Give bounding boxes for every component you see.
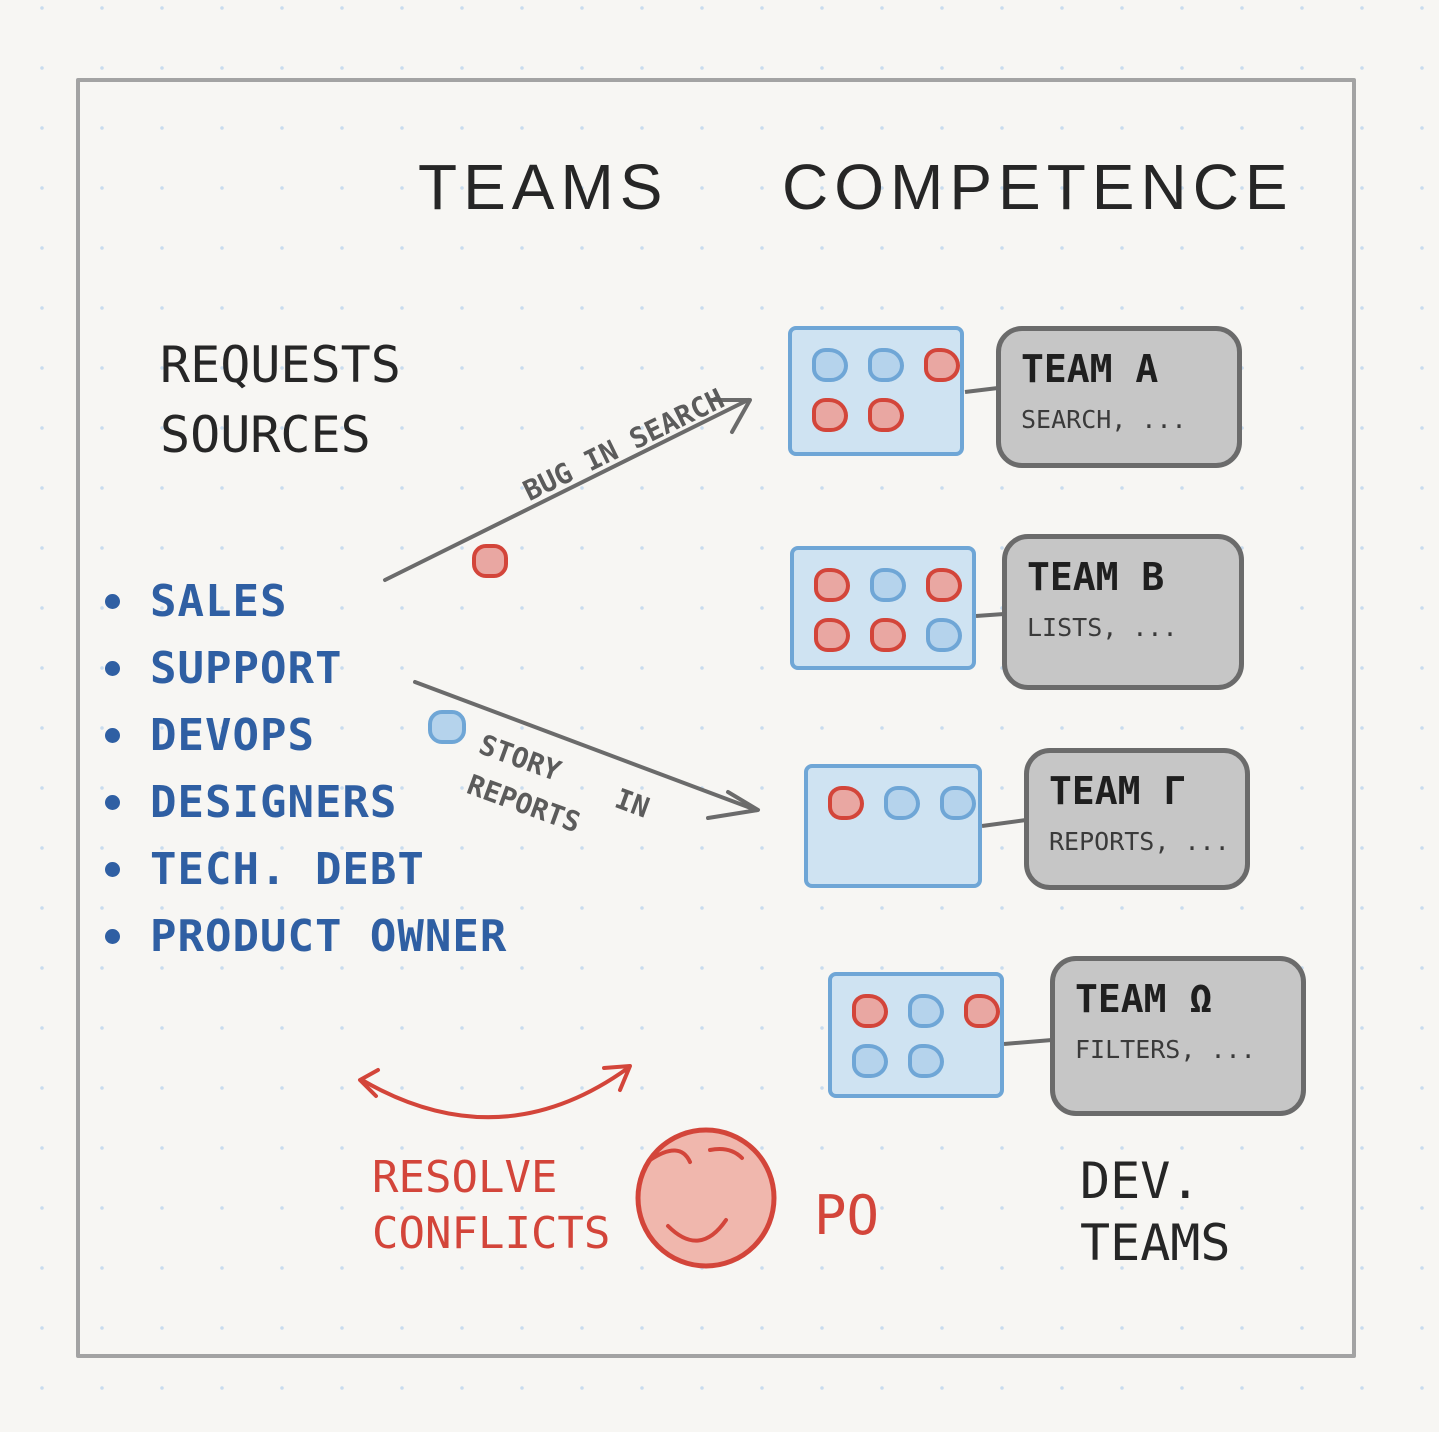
- backlog-card-blue: [940, 786, 976, 820]
- resolve-line1: RESOLVE: [372, 1152, 558, 1203]
- backlog-card-red: [924, 348, 960, 382]
- bug-arrowhead-icon: [710, 398, 752, 434]
- story-arrow: [413, 680, 758, 812]
- link-line-omega: [1003, 1038, 1053, 1046]
- backlog-card-blue: [812, 348, 848, 382]
- list-item-support: SUPPORT: [105, 635, 507, 702]
- source-label: SUPPORT: [150, 643, 343, 694]
- backlog-card-blue: [852, 1044, 888, 1078]
- dev-teams-line2: TEAMS: [1080, 1214, 1231, 1272]
- resolve-line2: CONFLICTS: [372, 1208, 611, 1259]
- link-line-gamma: [981, 818, 1027, 828]
- resolve-conflicts-label: RESOLVE CONFLICTS: [372, 1150, 610, 1262]
- team-name: TEAM γ: [1049, 769, 1187, 813]
- backlog-card-red: [814, 618, 850, 652]
- backlog-card-blue: [926, 618, 962, 652]
- list-item-tech-debt: TECH. DEBT: [105, 836, 507, 903]
- backlog-card-blue: [870, 568, 906, 602]
- backlog-alpha: [788, 326, 964, 456]
- team-competence: LISTS, ...: [1027, 613, 1178, 642]
- resolve-double-arrow: [360, 1066, 630, 1120]
- bullet-icon: [105, 795, 120, 810]
- backlog-omega: [828, 972, 1004, 1098]
- resolve-arrowhead-right-icon: [602, 1064, 632, 1092]
- bullet-icon: [105, 728, 120, 743]
- link-line-beta: [975, 612, 1005, 618]
- sources-heading-line2: SOURCES: [160, 406, 371, 464]
- bullet-icon: [105, 594, 120, 609]
- bullet-icon: [105, 862, 120, 877]
- list-item-devops: DEVOPS: [105, 702, 507, 769]
- source-label: DESIGNERS: [150, 777, 398, 828]
- link-line-alpha: [964, 386, 999, 394]
- backlog-card-red: [852, 994, 888, 1028]
- team-name: TEAM α: [1021, 347, 1159, 391]
- sources-heading: REQUESTS SOURCES: [160, 330, 401, 470]
- list-item-sales: SALES: [105, 568, 507, 635]
- backlog-gamma: [804, 764, 982, 888]
- team-omega: TEAM ω FILTERS, ...: [1050, 956, 1306, 1116]
- bug-arrow: [383, 398, 750, 582]
- team-alpha: TEAM α SEARCH, ...: [996, 326, 1242, 468]
- po-label: PO: [814, 1184, 880, 1247]
- title-competence: COMPETENCE: [782, 151, 1294, 223]
- list-item-product-owner: PRODUCT OWNER: [105, 903, 507, 970]
- backlog-card-red: [868, 398, 904, 432]
- team-competence: REPORTS, ...: [1049, 827, 1230, 856]
- team-name: TEAM ω: [1075, 977, 1213, 1021]
- story-card-icon: [428, 710, 466, 744]
- bullet-icon: [105, 661, 120, 676]
- backlog-beta: [790, 546, 976, 670]
- backlog-card-blue: [884, 786, 920, 820]
- backlog-card-red: [964, 994, 1000, 1028]
- backlog-card-red: [926, 568, 962, 602]
- bullet-icon: [105, 929, 120, 944]
- story-arrowhead-icon: [706, 790, 760, 820]
- source-label: DEVOPS: [150, 710, 315, 761]
- po-face-icon: [635, 1127, 777, 1269]
- team-gamma: TEAM γ REPORTS, ...: [1024, 748, 1250, 890]
- team-competence: SEARCH, ...: [1021, 405, 1187, 434]
- dev-teams-line1: DEV.: [1080, 1152, 1201, 1210]
- title-teams: TEAMS: [418, 151, 669, 223]
- resolve-arrowhead-left-icon: [358, 1068, 380, 1098]
- whiteboard-frame: [76, 78, 1356, 1358]
- source-label: PRODUCT OWNER: [150, 911, 508, 962]
- sources-heading-line1: REQUESTS: [160, 336, 401, 394]
- dev-teams-label: DEV. TEAMS: [1080, 1150, 1231, 1274]
- team-competence: FILTERS, ...: [1075, 1035, 1256, 1064]
- backlog-card-red: [812, 398, 848, 432]
- source-label: SALES: [150, 576, 288, 627]
- source-label: TECH. DEBT: [150, 844, 425, 895]
- list-item-designers: DESIGNERS: [105, 769, 507, 836]
- sources-list: SALES SUPPORT DEVOPS DESIGNERS TECH. DEB…: [105, 568, 507, 970]
- backlog-card-blue: [908, 1044, 944, 1078]
- team-name: TEAM β: [1027, 555, 1165, 599]
- bug-card-icon: [472, 544, 508, 578]
- backlog-card-blue: [868, 348, 904, 382]
- backlog-card-blue: [908, 994, 944, 1028]
- backlog-card-red: [870, 618, 906, 652]
- team-beta: TEAM β LISTS, ...: [1002, 534, 1244, 690]
- backlog-card-red: [828, 786, 864, 820]
- backlog-card-red: [814, 568, 850, 602]
